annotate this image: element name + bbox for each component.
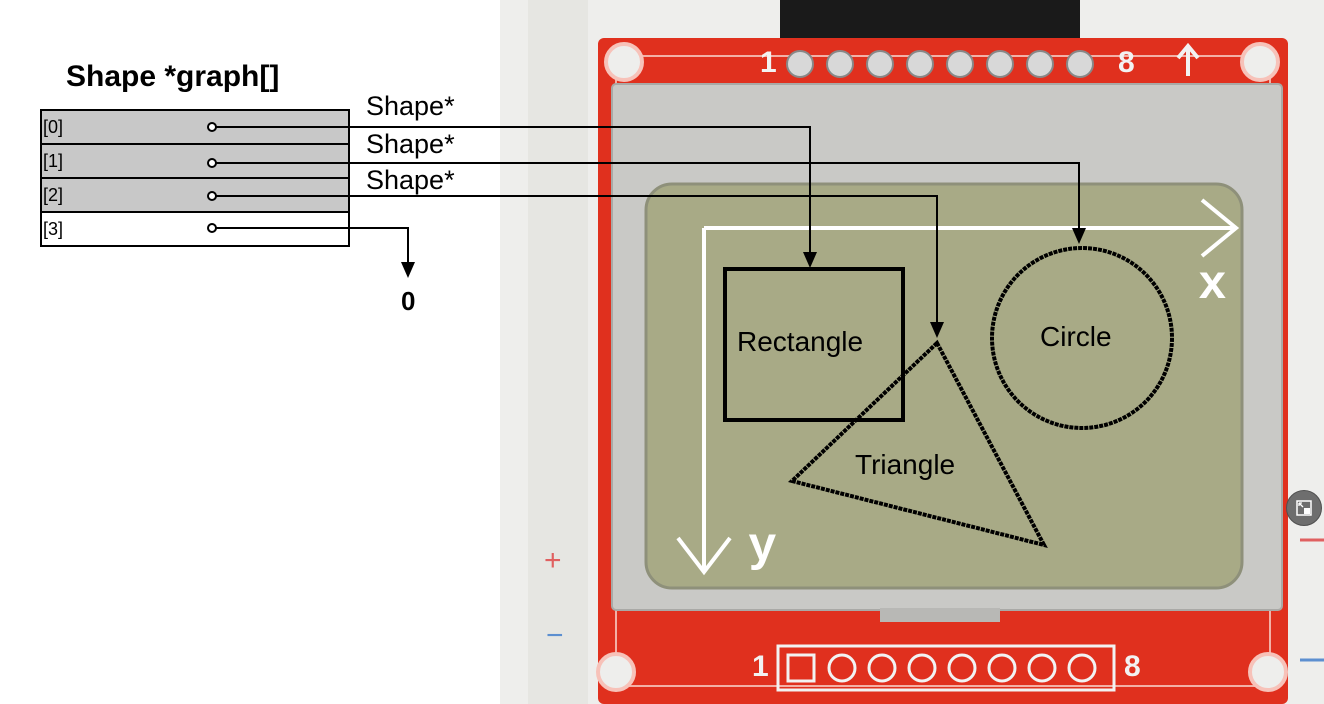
- array-title: Shape *graph[]: [66, 62, 279, 92]
- array-index-2: [2]: [43, 186, 63, 204]
- top-pin-first: 1: [760, 48, 777, 78]
- connector-block: [780, 0, 1080, 40]
- lcd-frame-tab: [880, 608, 1000, 622]
- null-terminator: 0: [401, 288, 415, 314]
- rectangle-label: Rectangle: [737, 328, 863, 356]
- pointer-dot: [208, 192, 216, 200]
- array-index-0: [0]: [43, 118, 63, 136]
- triangle-label: Triangle: [855, 451, 955, 479]
- arrowhead-3: [401, 262, 415, 278]
- bottom-pin-first: 1: [752, 652, 769, 682]
- pointer-label-2: Shape*: [366, 167, 455, 194]
- mount-hole: [598, 654, 634, 690]
- picture-in-picture-button[interactable]: [1286, 490, 1322, 526]
- mount-hole: [1250, 654, 1286, 690]
- picture-in-picture-icon: [1296, 500, 1312, 516]
- pointer-dot: [208, 159, 216, 167]
- pointer-dot: [208, 123, 216, 131]
- circle-label: Circle: [1040, 323, 1112, 351]
- y-axis-label: y: [748, 524, 777, 572]
- breadboard-rail: [528, 0, 588, 704]
- x-axis-label: x: [1198, 262, 1227, 310]
- rail-minus: −: [546, 619, 564, 652]
- bottom-pin-last: 8: [1124, 652, 1141, 682]
- mount-hole: [606, 44, 642, 80]
- lcd-screen: [646, 184, 1242, 588]
- pointer-label-0: Shape*: [366, 93, 455, 120]
- array-cells: [41, 110, 349, 246]
- pointer-dot: [208, 224, 216, 232]
- rail-plus: +: [544, 544, 562, 577]
- array-cell-1: [41, 144, 349, 178]
- mount-hole: [1242, 44, 1278, 80]
- top-pin-last: 8: [1118, 48, 1135, 78]
- array-index-3: [3]: [43, 220, 63, 238]
- pointer-label-1: Shape*: [366, 131, 455, 158]
- array-index-1: [1]: [43, 152, 63, 170]
